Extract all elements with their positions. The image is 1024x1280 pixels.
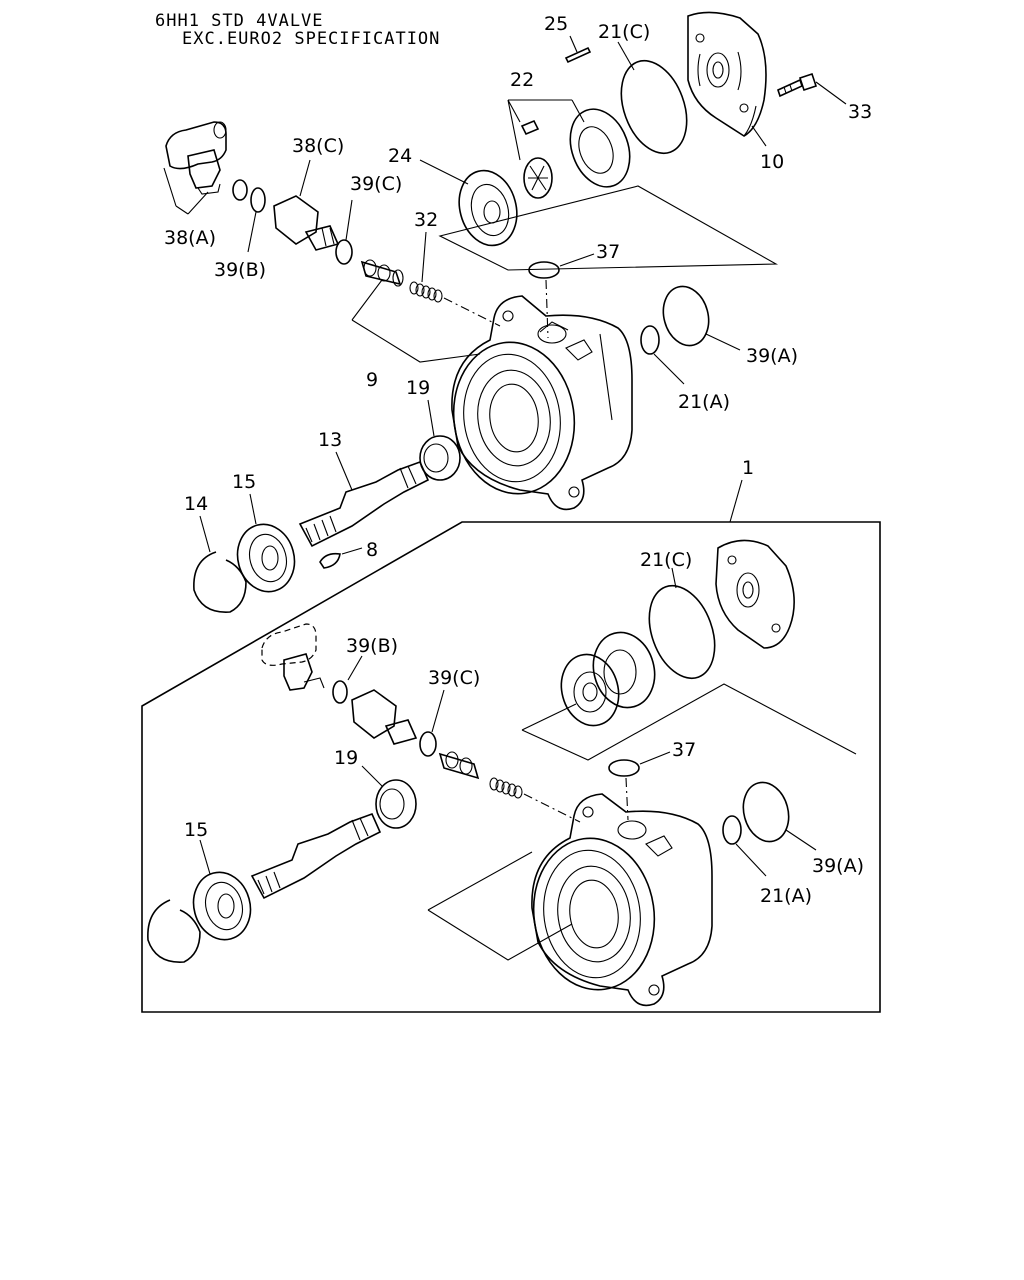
part-32-spring [409, 281, 443, 303]
part-38c-connector [273, 195, 340, 251]
part-8-key [319, 552, 341, 569]
lower-snap-ring [147, 899, 201, 963]
part-9-valve [360, 259, 404, 287]
part-37-oring [528, 261, 560, 279]
lower-label-15: 15 [184, 819, 208, 841]
label-8: 8 [366, 539, 378, 561]
label-39a: 39(A) [746, 345, 798, 367]
diagram-title-line2: EXC.EURO2 SPECIFICATION [182, 29, 440, 49]
label-10: 10 [760, 151, 784, 173]
lower-part-39c-oring [419, 731, 437, 757]
label-21c: 21(C) [598, 21, 650, 43]
kit-1-outline-box [141, 521, 881, 1013]
part-24-pressure-plate [458, 169, 518, 247]
lower-part-19-seal [375, 779, 417, 829]
label-19: 19 [406, 377, 430, 399]
label-38a: 38(A) [164, 227, 216, 249]
lower-label-37: 37 [672, 739, 696, 761]
part-38a-union [165, 121, 227, 195]
label-21a: 21(A) [678, 391, 730, 413]
label-39c: 39(C) [350, 173, 402, 195]
label-39b: 39(B) [214, 259, 266, 281]
label-32: 32 [414, 209, 438, 231]
label-25: 25 [544, 13, 568, 35]
part-39a-oring [662, 285, 710, 347]
part-22-cam-ring [520, 108, 631, 199]
lower-part-39a-oring [742, 781, 790, 843]
lower-cartridge [560, 631, 656, 727]
part-10-end-plate [687, 11, 767, 137]
pump-body-lower [531, 793, 713, 1007]
upper-assembly: 25 21(C) 10 33 [163, 11, 872, 613]
part-19-seal [419, 435, 461, 481]
part-washer [232, 179, 248, 201]
label-14: 14 [184, 493, 208, 515]
lower-part-37-oring [608, 759, 640, 777]
part-21a-oring [640, 325, 660, 355]
part-21c-oring [620, 59, 688, 155]
lower-label-21c: 21(C) [640, 549, 692, 571]
label-33: 33 [848, 101, 872, 123]
label-9: 9 [366, 369, 378, 391]
pump-body-upper [451, 295, 633, 511]
lower-connector [351, 689, 418, 745]
lower-part-21c-oring [648, 584, 716, 680]
part-25-pin [564, 46, 592, 64]
lower-label-39a: 39(A) [812, 855, 864, 877]
part-14-snap-ring [193, 551, 247, 613]
diagram-title-line1: 6HH1 STD 4VALVE [155, 11, 324, 31]
part-13-shaft [298, 460, 430, 548]
lower-assembly: 21(C) 39(B) 39(C) [147, 539, 864, 1007]
lower-label-39c: 39(C) [428, 667, 480, 689]
lower-valve [438, 751, 523, 799]
part-39c-oring [335, 239, 353, 265]
lower-label-39b: 39(B) [346, 635, 398, 657]
lower-union-fitting [261, 623, 325, 691]
lower-label-21a: 21(A) [760, 885, 812, 907]
lower-part-15-bearing [192, 871, 252, 941]
lower-shaft [250, 812, 382, 900]
part-39b-oring [250, 187, 266, 213]
label-38c: 38(C) [292, 135, 344, 157]
part-33-bolt [777, 72, 818, 98]
label-1: 1 [742, 457, 754, 479]
lower-label-19: 19 [334, 747, 358, 769]
part-15-bearing [236, 523, 296, 593]
lower-part-39b-oring [332, 680, 348, 704]
lower-end-plate [715, 539, 795, 649]
lower-part-21a-oring [722, 815, 742, 845]
label-24: 24 [388, 145, 412, 167]
label-15: 15 [232, 471, 256, 493]
label-13: 13 [318, 429, 342, 451]
label-37: 37 [596, 241, 620, 263]
label-22: 22 [510, 69, 534, 91]
